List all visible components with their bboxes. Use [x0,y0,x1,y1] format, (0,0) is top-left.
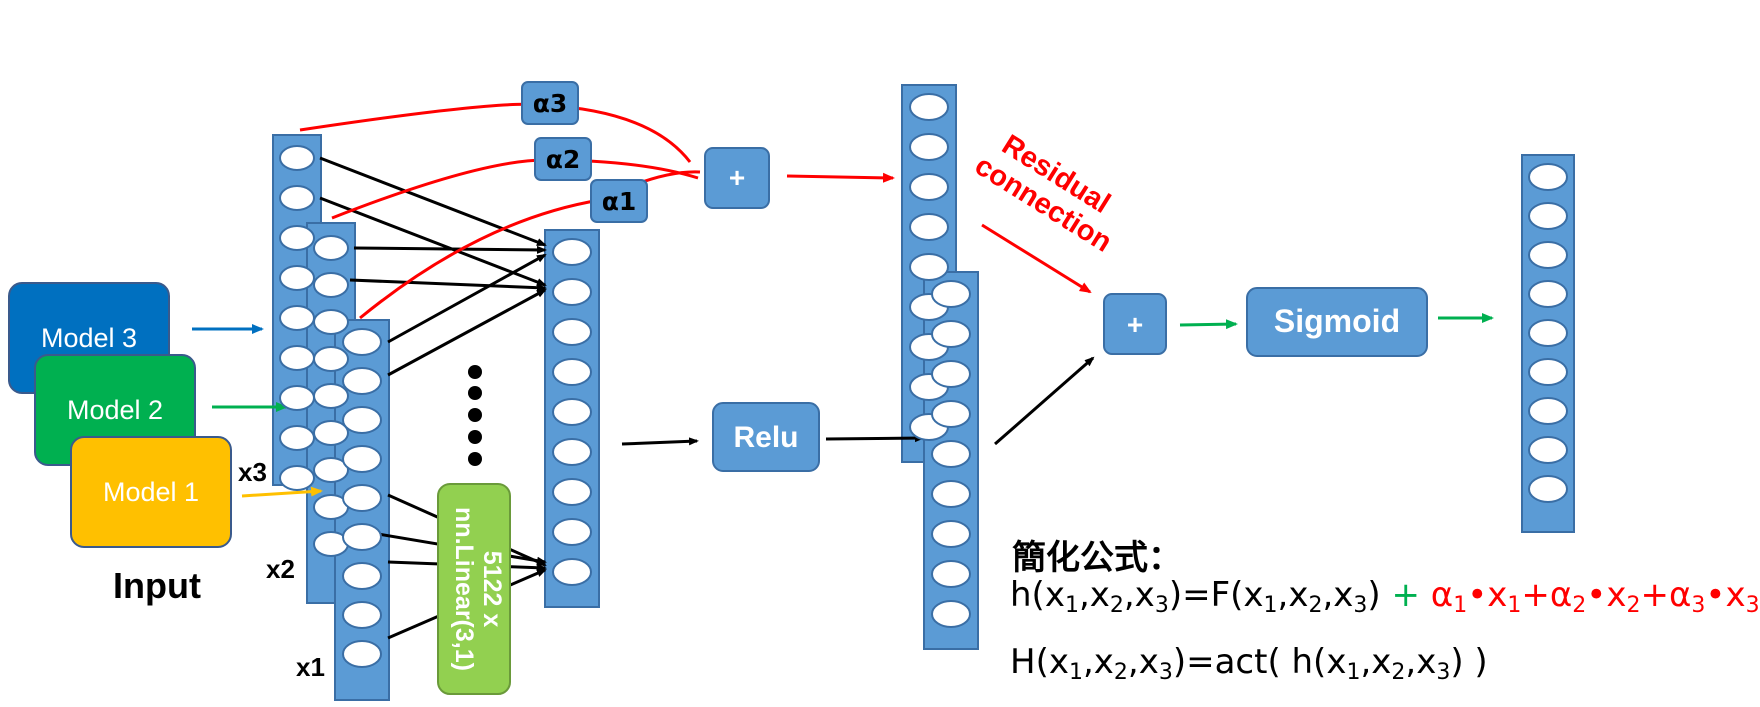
sigmoid-label: Sigmoid [1274,303,1400,339]
formula-line2: H(x1,x2,x3)=act( h(x1,x2,x3) ) [1010,645,1488,684]
formula-plus: + [1391,575,1420,615]
neuron [552,318,592,346]
neuron [279,145,315,171]
neuron [931,400,971,428]
model1-label: Model 1 [102,476,200,507]
neuron [552,518,592,546]
neuron [342,367,382,395]
linear-layer-box: 5122 x nn.Linear(3,1) [437,483,511,695]
neuron [313,235,349,261]
alpha1-box: α1 [590,179,648,223]
plus2-label: + [1127,309,1143,340]
neuron [909,93,949,121]
neuron [552,478,592,506]
alpha2-box: α2 [534,137,592,181]
model2-label: Model 2 [66,394,164,425]
neuron [909,133,949,161]
residual-connection-label: Residual connection [969,129,1117,259]
formula-heading-text: 簡化公式： [1012,538,1182,578]
neuron [552,398,592,426]
neuron [931,320,971,348]
neuron [1528,280,1568,308]
x3-label: x3 [238,457,267,487]
neuron [931,560,971,588]
model1-box: Model 1 [70,436,232,548]
neuron [313,309,349,335]
neuron [342,406,382,434]
neuron [342,445,382,473]
formula-line2-text: H(x1,x2,x3)=act( h(x1,x2,x3) ) [1010,642,1488,685]
neuron [279,465,315,491]
neuron [313,457,349,483]
neuron [552,278,592,306]
neuron [279,425,315,451]
relu-box: Relu [712,402,820,472]
neuron [342,523,382,551]
alpha1-label: α1 [602,187,637,216]
relu-label: Relu [733,421,798,454]
neuron [342,484,382,512]
neuron [279,385,315,411]
neuron [279,265,315,291]
neuron [552,558,592,586]
neuron [279,345,315,371]
neuron [552,358,592,386]
ellipsis-dots [468,365,482,466]
neuron [552,438,592,466]
sigmoid-box: Sigmoid [1246,287,1428,357]
neuron [342,640,382,668]
architecture-diagram: 5122 x nn.Linear(3,1) α3 α2 α1 + + Relu … [113,81,1575,701]
x1-label: x1 [296,652,325,682]
neuron [909,173,949,201]
neuron [279,185,315,211]
neuron [1528,319,1568,347]
neuron [931,520,971,548]
input-label: Input [113,565,201,606]
alpha3-box: α3 [521,81,579,125]
neuron [342,328,382,356]
alpha2-label: α2 [546,145,581,174]
neuron [1528,358,1568,386]
neuron [1528,397,1568,425]
neuron [931,280,971,308]
x2-label: x2 [266,554,295,584]
neuron [313,272,349,298]
linear-label-line2: nn.Linear(3,1) [450,507,478,671]
neuron [313,420,349,446]
alpha3-label: α3 [533,89,568,118]
neuron [1528,241,1568,269]
formula-heading: 簡化公式： [1012,530,1182,579]
neuron [342,562,382,590]
neuron [931,440,971,468]
neuron [279,225,315,251]
neuron [931,480,971,508]
neuron [1528,436,1568,464]
model3-label: Model 3 [40,322,138,353]
neuron [1528,202,1568,230]
neuron [931,360,971,388]
formula-line1: h(x1,x2,x3)=F(x1,x2,x3) + α1•x1+α2•x2+α3… [1010,578,1760,617]
neuron [1528,163,1568,191]
plus-box-residual: + [1103,293,1167,355]
neuron [313,383,349,409]
formula-line1-lhs: h(x1,x2,x3)=F(x1,x2,x3) [1010,575,1381,618]
green-arrows [1179,313,1494,330]
neuron [1528,475,1568,503]
model-input-arrows [192,324,323,498]
neuron [342,601,382,629]
neuron [552,238,592,266]
neurons [279,93,1568,668]
neuron [931,600,971,628]
linear-label-line1: 5122 x [478,551,506,628]
plus-label: + [729,162,745,193]
neuron [909,253,949,281]
plus-box-weighted: + [704,147,770,209]
neuron [313,346,349,372]
formula-alpha-terms: α1•x1+α2•x2+α3•x3 [1430,575,1760,618]
neuron [909,213,949,241]
neuron [279,305,315,331]
